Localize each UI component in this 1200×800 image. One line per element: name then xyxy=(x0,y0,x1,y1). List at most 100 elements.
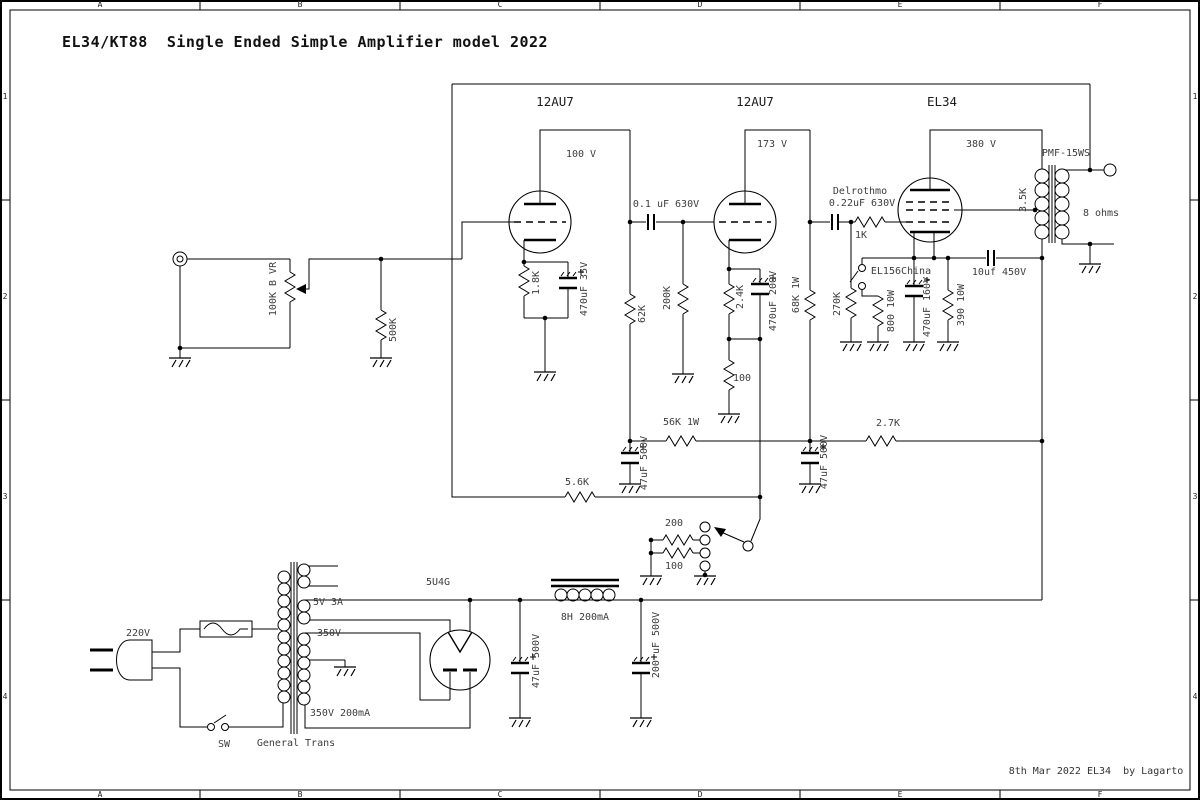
label-cap-200uf: 200 uF 500V xyxy=(651,611,662,679)
label-choke: 8H 200mA xyxy=(560,612,610,623)
resistor-800-10w xyxy=(872,295,884,327)
zone-top-a: A xyxy=(97,0,103,9)
zone-top-b: B xyxy=(297,0,303,9)
label-cap-470uf-160v: 470uF 160V xyxy=(922,276,933,338)
schematic-title: EL34/KT88 Single Ended Simple Amplifier … xyxy=(62,33,549,51)
zone-bottom-e: E xyxy=(897,790,903,799)
label-resistor-2.7k: 2.7K xyxy=(875,418,901,429)
coupling-cap-0.1uf xyxy=(647,213,655,231)
label-cap-0.1uf: 0.1 uF 630V xyxy=(632,199,700,210)
label-resistor-270k: 270K xyxy=(832,291,843,317)
label-cap-470uf-200v: 470uF 200V xyxy=(768,270,779,332)
psu-wires xyxy=(152,565,1042,729)
tube-5u4g-rectifier xyxy=(429,629,491,691)
resistor-62k xyxy=(624,293,636,325)
input-wires xyxy=(179,221,514,358)
zone-left-4: 4 xyxy=(2,692,8,701)
label-voltage-173v: 173 V xyxy=(756,139,788,150)
label-cap-47uf-psu: 47uF 500V xyxy=(531,633,542,689)
label-resistor-2.4k: 2.4K xyxy=(735,284,746,310)
feedback-wires xyxy=(451,83,1090,576)
label-tube1: 12AU7 xyxy=(536,93,574,109)
label-resistor-1.8k: 1.8K xyxy=(531,270,542,296)
label-winding-350v-200ma: 350V 200mA xyxy=(309,708,371,719)
coupling-cap-0.22uf xyxy=(831,213,839,231)
label-general-trans: General Trans xyxy=(256,738,336,749)
zone-right-2: 2 xyxy=(1192,292,1198,301)
label-opt-model: PMF-15WS xyxy=(1041,148,1091,159)
label-winding-5v: 5V 3A xyxy=(312,597,344,608)
output-transformer xyxy=(1034,165,1070,243)
zone-bottom-c: C xyxy=(497,790,503,799)
zone-right-1: 1 xyxy=(1192,92,1198,101)
fuse xyxy=(199,620,253,638)
resistor-fb-100 xyxy=(662,547,694,559)
power-transformer xyxy=(277,562,311,734)
zone-top-e: E xyxy=(897,0,903,9)
label-tube2: 12AU7 xyxy=(736,93,774,109)
zone-top-f: F xyxy=(1097,0,1103,9)
label-resistor-5.6k: 5.6K xyxy=(564,477,590,488)
zone-bottom-a: A xyxy=(97,790,103,799)
label-resistor-500k: 500K xyxy=(388,317,399,343)
label-cap-470uf-35v: 470uF 35V xyxy=(579,261,590,317)
zone-right-3: 3 xyxy=(1192,492,1198,501)
resistor-500k xyxy=(375,309,387,341)
label-220v: 220V xyxy=(125,628,151,639)
zone-left-2: 2 xyxy=(2,292,8,301)
label-resistor-200k: 200K xyxy=(662,285,673,311)
zone-bottom-b: B xyxy=(297,790,303,799)
label-8ohms: 8 ohms xyxy=(1082,208,1120,219)
resistor-1k-grid-stopper xyxy=(854,216,886,228)
label-fb-200: 200 xyxy=(664,518,684,529)
label-resistor-100: 100 xyxy=(732,373,752,384)
zone-bottom-f: F xyxy=(1097,790,1103,799)
input-jack xyxy=(172,251,188,267)
label-cap-47uf-b: 47uF 500V xyxy=(819,434,830,490)
output-wires xyxy=(1041,84,1114,600)
label-opt-impedance: 3.5K xyxy=(1018,187,1029,213)
el156-select-switch xyxy=(849,264,866,290)
label-resistor-62k: 62K xyxy=(637,304,648,324)
label-sw: SW xyxy=(217,739,231,750)
label-voltage-100v: 100 V xyxy=(565,149,597,160)
wires xyxy=(152,83,1114,729)
mains-plug xyxy=(90,639,153,681)
credit-text: 8th Mar 2022 EL34 by Lagarto xyxy=(1008,766,1184,777)
resistor-270k xyxy=(845,287,857,319)
resistor-68k xyxy=(804,289,816,321)
label-resistor-800: 800 10W xyxy=(886,289,897,333)
label-resistor-56k: 56K 1W xyxy=(662,417,700,428)
label-resistor-390: 390 10W xyxy=(956,283,967,327)
resistor-390-10w xyxy=(942,289,954,321)
bplus-rail-wires xyxy=(629,440,1042,484)
label-cap-10uf: 10uf 450V xyxy=(971,267,1027,278)
tube-12au7-1 xyxy=(508,190,572,254)
zone-left-3: 3 xyxy=(2,492,8,501)
zone-top-c: C xyxy=(497,0,503,9)
label-tube3: EL34 xyxy=(926,93,958,109)
resistor-2.4k xyxy=(723,283,735,315)
output-terminal xyxy=(1103,163,1117,177)
label-voltage-380v: 380 V xyxy=(965,139,997,150)
stage3-wires xyxy=(861,129,1043,342)
volume-pot xyxy=(284,271,306,303)
tube-12au7-2 xyxy=(713,190,777,254)
resistor-2.7k xyxy=(865,435,897,447)
resistor-5.6k xyxy=(564,491,596,503)
label-resistor-1k: 1K xyxy=(854,230,868,241)
filter-choke xyxy=(551,578,619,602)
label-winding-350v: 350V xyxy=(316,628,342,639)
zone-top-d: D xyxy=(697,0,703,9)
resistor-56k-1w xyxy=(665,435,697,447)
junction-dots xyxy=(177,167,1093,603)
resistor-1.8k xyxy=(518,265,530,297)
resistor-200k xyxy=(677,283,689,315)
label-delrothmo: Delrothmo xyxy=(832,186,888,197)
cap-10uf-450v xyxy=(987,249,995,267)
label-cap-0.22uf: 0.22uF 630V xyxy=(828,198,896,209)
